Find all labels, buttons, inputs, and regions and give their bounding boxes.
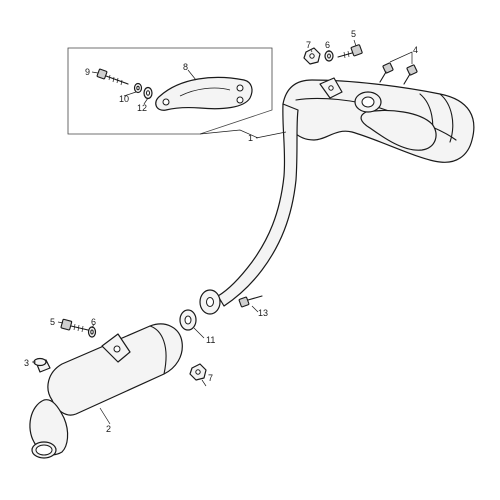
part-11-gasket	[179, 309, 205, 339]
part-7-nut-lower	[189, 363, 207, 387]
callout-12: 12	[137, 103, 147, 113]
part-12-washer	[143, 86, 153, 100]
callout-labels: 1 2 3 4 5 5 6 6 7 7 8 9 10 11 12 13	[24, 29, 418, 434]
callout-2: 2	[106, 424, 111, 434]
callout-6-upper: 6	[325, 40, 330, 50]
callout-7-lower: 7	[208, 373, 213, 383]
part-6-washer-lower	[87, 326, 97, 338]
part-1-header-pipe	[217, 77, 475, 307]
part-4-bolts	[379, 51, 418, 85]
part-10-washer	[133, 82, 143, 94]
callout-1: 1	[248, 133, 253, 143]
callout-4: 4	[413, 45, 418, 55]
callout-3: 3	[24, 358, 29, 368]
callout-5-lower: 5	[50, 317, 55, 327]
header-outlet-flange	[199, 289, 221, 315]
callout-9: 9	[85, 67, 90, 77]
part-9-screw	[96, 68, 129, 86]
callout-13: 13	[258, 308, 268, 318]
callout-7-upper: 7	[306, 40, 311, 50]
part-8-bracket-plate	[155, 69, 253, 111]
part-5-bolt-upper	[337, 44, 363, 59]
callout-8: 8	[183, 62, 188, 72]
part-5-bolt-lower	[60, 318, 89, 333]
part-7-nut-upper	[303, 47, 321, 65]
part-3-grommet	[33, 357, 51, 373]
callout-6-lower: 6	[91, 317, 96, 327]
callout-10: 10	[119, 94, 129, 104]
leader-lines	[32, 39, 357, 363]
part-13-bolt	[238, 295, 263, 313]
callout-11: 11	[206, 335, 215, 345]
part-6-washer-upper	[324, 50, 334, 62]
callout-5-upper: 5	[351, 29, 356, 39]
part-2-silencer	[29, 323, 183, 459]
